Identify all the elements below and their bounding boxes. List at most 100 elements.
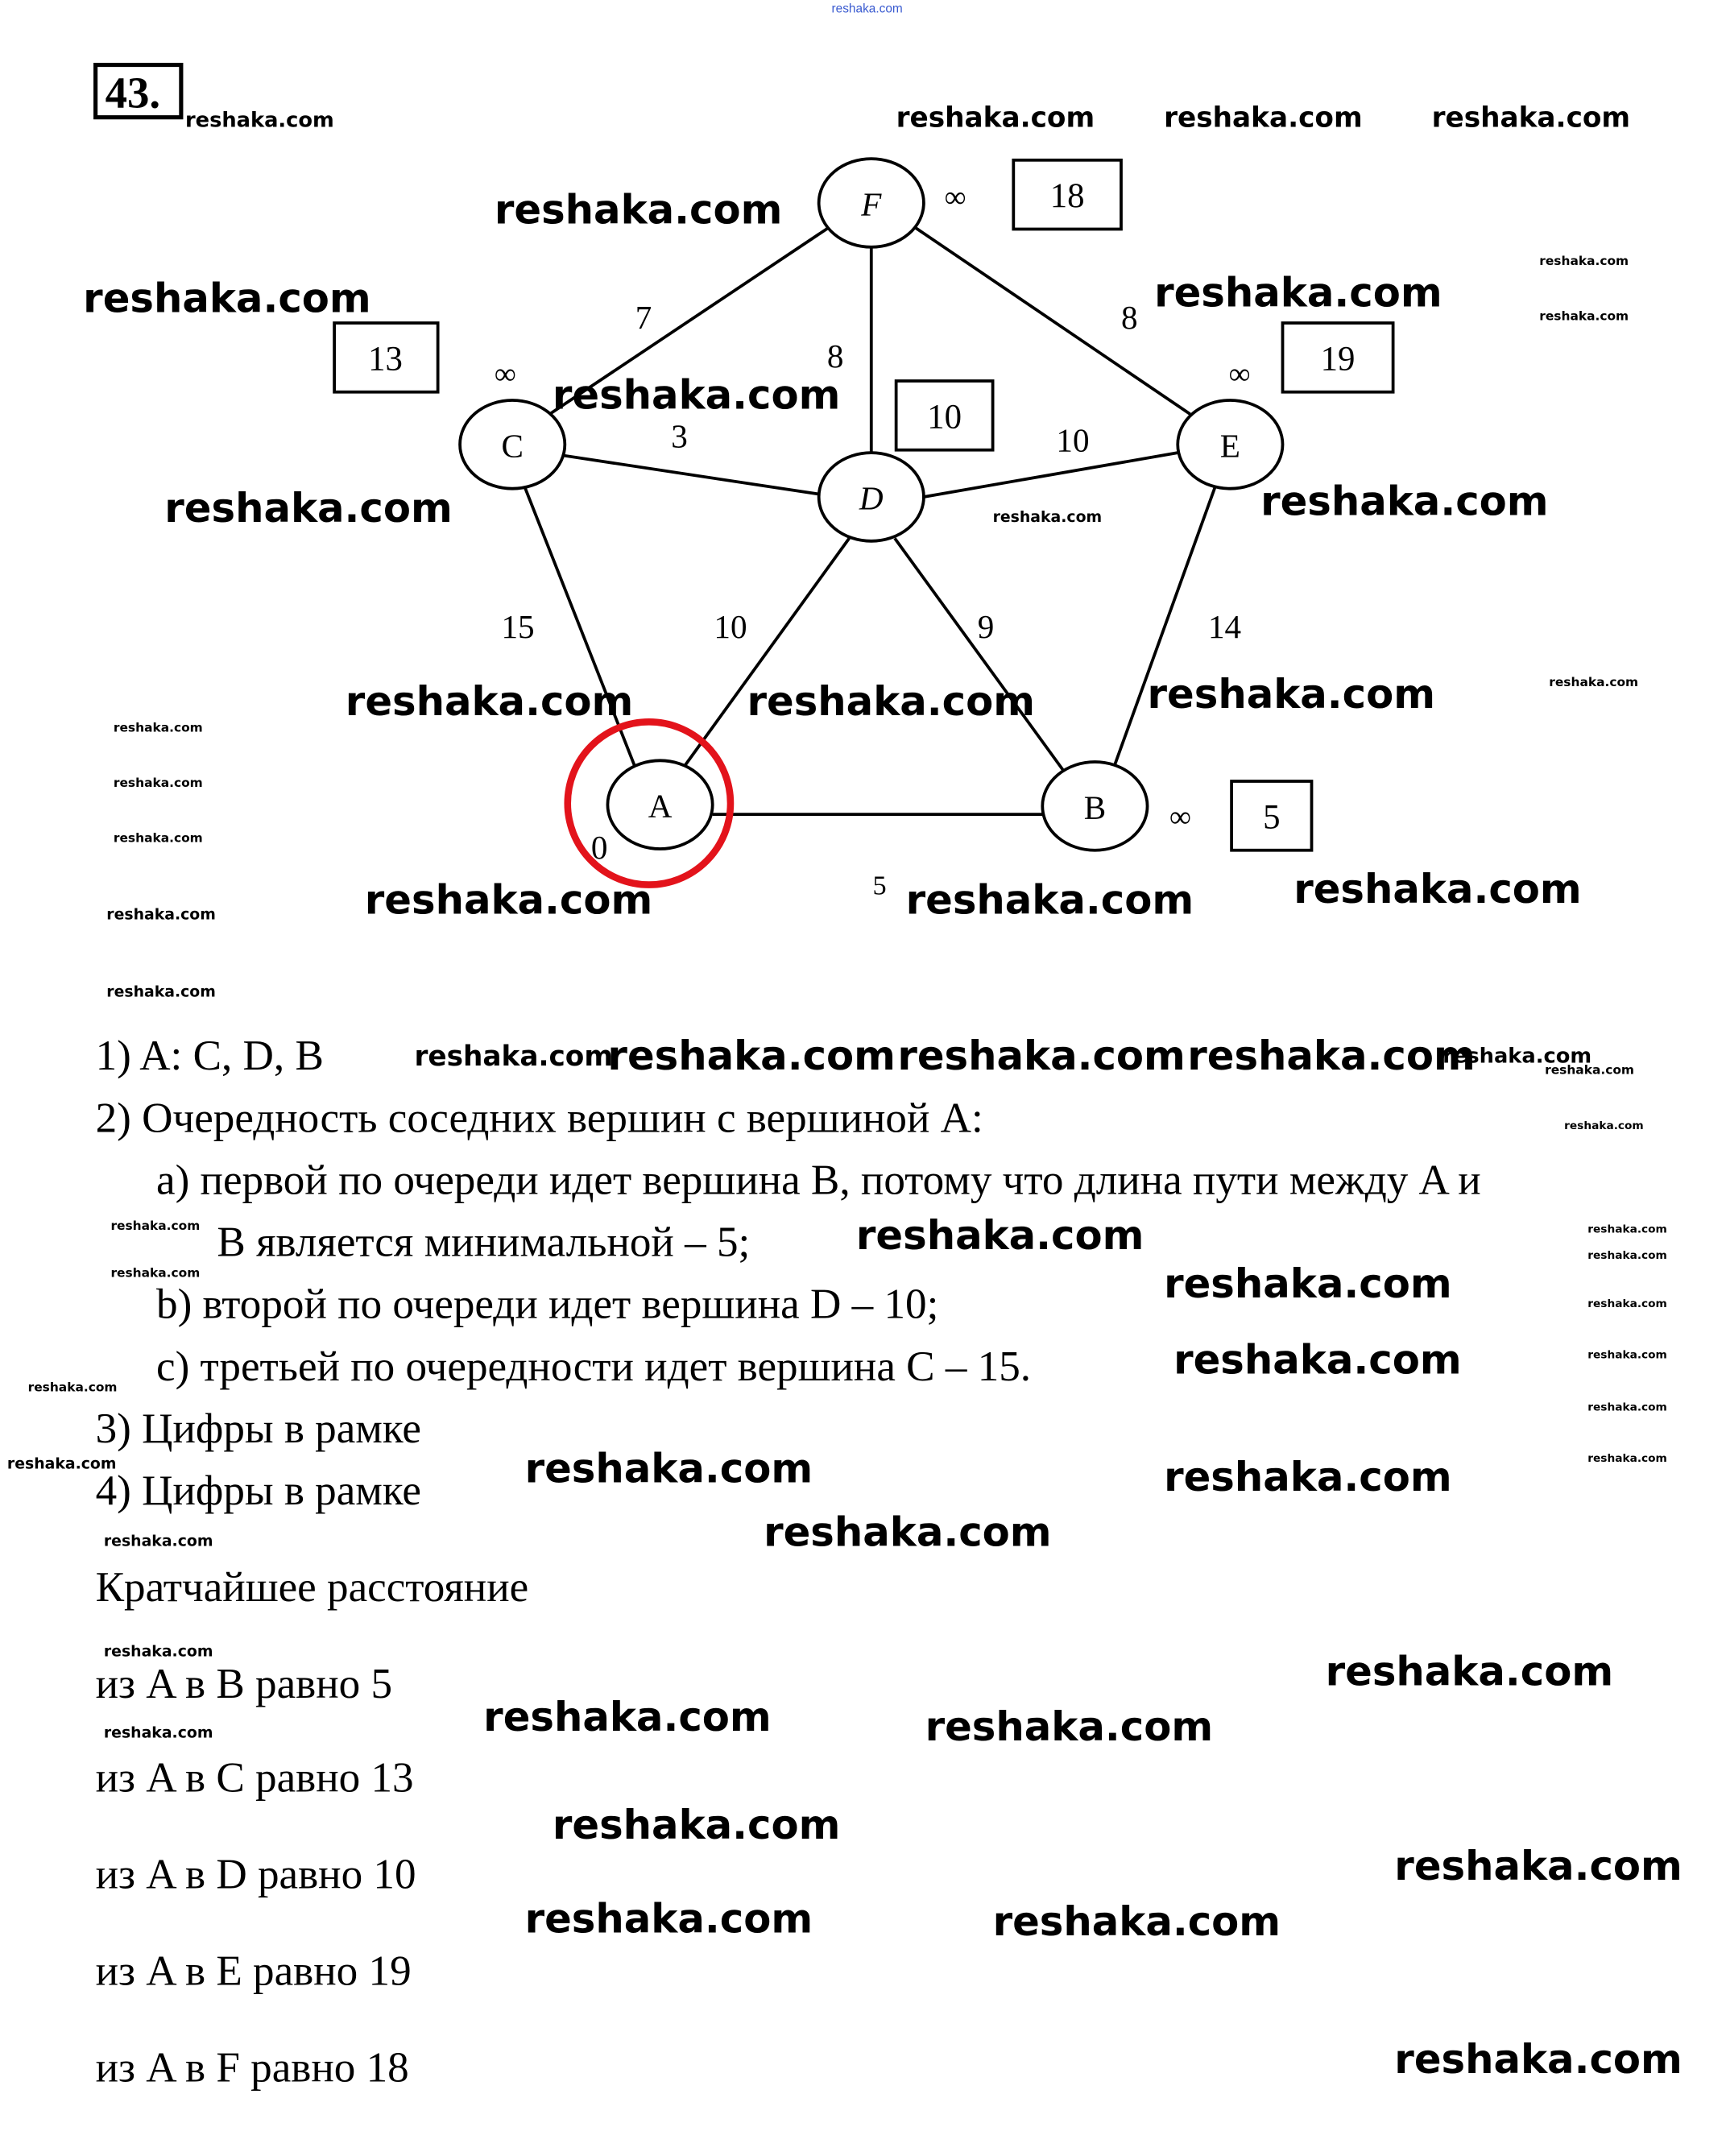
watermark-text: reshaka.com (483, 1694, 772, 1740)
edge-bd (893, 537, 1065, 772)
watermark-text: reshaka.com (1587, 1348, 1667, 1361)
node-label-c: C (501, 427, 523, 464)
initial-a: 0 (591, 829, 608, 866)
initial-b: ∞ (1169, 801, 1191, 834)
watermark-text: reshaka.com (114, 830, 203, 845)
box-value-d: 10 (927, 398, 962, 436)
watermark-text: reshaka.com (553, 371, 841, 418)
watermark-text: reshaka.com (906, 877, 1194, 924)
highlight-circle (564, 718, 735, 888)
line-6: c) третьей по очередности идет вершина C… (156, 1343, 1031, 1390)
edge-ac (523, 486, 637, 768)
line-12: из A в D равно 10 (96, 1852, 416, 1898)
node-b (1041, 760, 1149, 852)
watermark-text: reshaka.com (1326, 1649, 1613, 1695)
edge-weight-ad: 10 (714, 608, 747, 645)
watermark-text: reshaka.com (28, 1380, 118, 1395)
line-3: а) первой по очереди идет вершина B, пот… (156, 1157, 1481, 1203)
watermark-text: reshaka.com (856, 1212, 1144, 1259)
problem-number-box (93, 62, 184, 120)
line-10: из A в B равно 5 (96, 1661, 392, 1707)
node-e (1176, 399, 1285, 490)
watermark-text: reshaka.com (1154, 269, 1442, 316)
edge-weight-ab: 5 (872, 871, 886, 901)
edge-be (1111, 486, 1217, 771)
edge-weight-ac: 15 (501, 608, 534, 645)
watermark-text: reshaka.com (1587, 1297, 1667, 1310)
edge-weight-cf: 7 (635, 299, 652, 336)
box-value-c: 13 (368, 340, 403, 378)
edge-cf (548, 226, 830, 416)
node-label-a: A (648, 788, 673, 825)
watermark-text: reshaka.com (1173, 1336, 1461, 1383)
watermark-text: reshaka.com (896, 102, 1095, 134)
watermark-text: reshaka.com (114, 720, 203, 735)
watermark-text: reshaka.com (1587, 1401, 1667, 1414)
watermark-text: reshaka.com (525, 1895, 813, 1942)
line-9: Кратчайшее расстояние (96, 1564, 529, 1611)
box-e: 19 (1281, 321, 1395, 394)
watermark-text: reshaka.com (1432, 102, 1631, 134)
watermark-text: reshaka.com (164, 485, 453, 532)
line-4: B является минимальной – 5; (217, 1219, 750, 1266)
initial-f: ∞ (945, 180, 966, 214)
box-f: 18 (1012, 158, 1123, 231)
node-f (817, 157, 925, 249)
watermark-text: reshaka.com (104, 1533, 213, 1550)
node-label-d: D (859, 479, 884, 516)
edge-weight-df: 8 (827, 337, 844, 375)
watermark-text: reshaka.com (993, 509, 1103, 526)
edge-ef (914, 226, 1191, 416)
node-d (817, 451, 925, 543)
watermark-text: reshaka.com (764, 1508, 1052, 1555)
box-d: 10 (894, 379, 995, 452)
watermarks: reshaka.com reshaka.com reshaka.com reshaka… (7, 102, 1683, 2083)
node-c (458, 399, 567, 490)
watermark-text: reshaka.com (607, 1032, 895, 1079)
watermark-text: reshaka.com (110, 1265, 200, 1280)
watermark-text: reshaka.com (1148, 671, 1435, 718)
watermark-text: reshaka.com (1260, 478, 1548, 524)
line-13: из A в E равно 19 (96, 1947, 412, 1994)
watermark-text: reshaka.com (897, 1032, 1186, 1079)
watermark-text: reshaka.com (114, 776, 203, 790)
watermark-text: reshaka.com (1164, 1454, 1451, 1500)
watermark-text: reshaka.com (1539, 254, 1629, 268)
watermark-text: reshaka.com (1545, 1062, 1634, 1077)
line-5: b) второй по очереди идет вершина D – 10… (156, 1281, 938, 1328)
watermark-text: reshaka.com (83, 275, 371, 321)
watermark-text: reshaka.com (1549, 675, 1638, 689)
watermark-text: reshaka.com (1164, 102, 1363, 134)
watermark-text: reshaka.com (525, 1446, 813, 1492)
box-value-b: 5 (1263, 798, 1280, 836)
line-8: 4) Цифры в рамке (96, 1467, 421, 1514)
watermark-text: reshaka.com (495, 187, 783, 234)
line-1: 1) A: C, D, B (96, 1032, 324, 1079)
edge-weight-de: 10 (1056, 421, 1089, 458)
watermark-text: reshaka.com (365, 877, 652, 924)
watermark-text: reshaka.com (1164, 1260, 1451, 1307)
problem-number: 43. (106, 68, 161, 118)
watermark-text: reshaka.com (110, 1219, 200, 1233)
initial-c: ∞ (495, 357, 516, 391)
watermark-text: reshaka.com (106, 906, 216, 923)
watermark-text: reshaka.com (1394, 1843, 1683, 1889)
watermark-text: reshaka.com (1587, 1249, 1667, 1262)
line-14: из A в F равно 18 (96, 2044, 409, 2091)
line-11: из A в C равно 13 (96, 1755, 414, 1802)
edge-ad (682, 537, 851, 768)
edge-weight-be: 14 (1208, 608, 1241, 645)
top-watermark: reshaka.com (832, 2, 903, 15)
watermark-text: reshaka.com (415, 1041, 614, 1073)
node-label-f: F (860, 185, 882, 222)
box-value-f: 18 (1050, 177, 1085, 215)
box-value-e: 19 (1321, 340, 1356, 378)
watermark-text: reshaka.com (553, 1802, 841, 1848)
edge-de (923, 451, 1178, 499)
watermark-text: reshaka.com (747, 678, 1035, 725)
node-label-e: E (1220, 427, 1240, 464)
watermark-text: reshaka.com (1564, 1119, 1644, 1132)
line-2: 2) Очередность соседних вершин с вершино… (96, 1095, 983, 1141)
watermark-text: reshaka.com (346, 678, 634, 725)
edge-cd (563, 453, 819, 496)
